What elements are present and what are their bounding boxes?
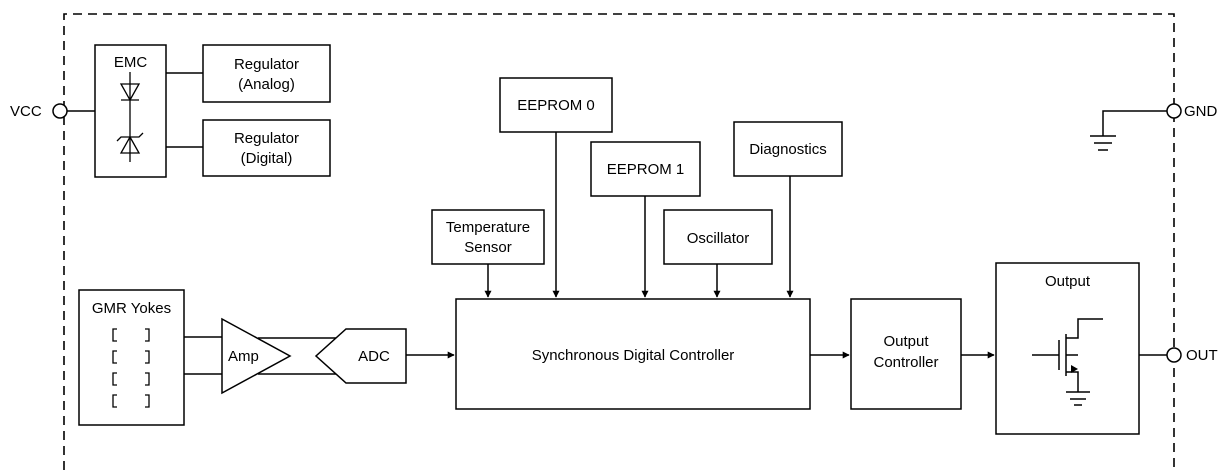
zener-diode-icon — [116, 132, 144, 154]
emc-label: EMC — [114, 54, 148, 71]
output-block — [995, 262, 1140, 435]
output-controller-label-1: Output — [883, 333, 929, 350]
ground-icon — [1090, 110, 1167, 151]
adc-block — [314, 328, 407, 384]
amp-triangle — [221, 317, 292, 395]
temperature-sensor-label-2: Sensor — [464, 239, 512, 256]
eeprom0-block — [499, 77, 613, 133]
eeprom1-label: EEPROM 1 — [607, 161, 685, 178]
regulator-digital-label-1: Regulator — [234, 130, 299, 147]
gmr-yokes-label: GMR Yokes — [92, 300, 171, 317]
oscillator-label: Oscillator — [687, 230, 750, 247]
output-controller-label-2: Controller — [873, 354, 938, 371]
regulator-digital-label-2: (Digital) — [241, 150, 293, 167]
mosfet-icon — [1032, 318, 1103, 406]
out-pin — [1166, 347, 1182, 363]
synchronous-digital-controller-block — [455, 298, 811, 410]
vcc-label: VCC — [10, 103, 42, 120]
eeprom0-label: EEPROM 0 — [517, 97, 595, 114]
output-label: Output — [1045, 273, 1091, 290]
chip-boundary — [63, 13, 1175, 470]
diagnostics-label: Diagnostics — [749, 141, 827, 158]
out-label: OUT — [1186, 347, 1218, 364]
regulator-analog-block — [202, 44, 331, 103]
diagnostics-block — [733, 121, 843, 177]
diode-icon — [119, 72, 141, 162]
regulator-digital-block — [202, 119, 331, 177]
gnd-pin — [1166, 103, 1182, 119]
synchronous-digital-controller-label: Synchronous Digital Controller — [532, 347, 735, 364]
temperature-sensor-label-1: Temperature — [446, 219, 530, 236]
adc-label: ADC — [358, 348, 390, 365]
regulator-analog-label-1: Regulator — [234, 56, 299, 73]
vcc-pin — [52, 103, 68, 119]
output-controller-block — [850, 298, 962, 410]
amp-label: Amp — [228, 348, 259, 365]
gmr-yokes-block — [78, 289, 185, 426]
gmr-yoke-icon — [112, 328, 150, 408]
regulator-analog-label-2: (Analog) — [238, 76, 295, 93]
gnd-label: GND — [1184, 103, 1218, 120]
oscillator-block — [663, 209, 773, 265]
